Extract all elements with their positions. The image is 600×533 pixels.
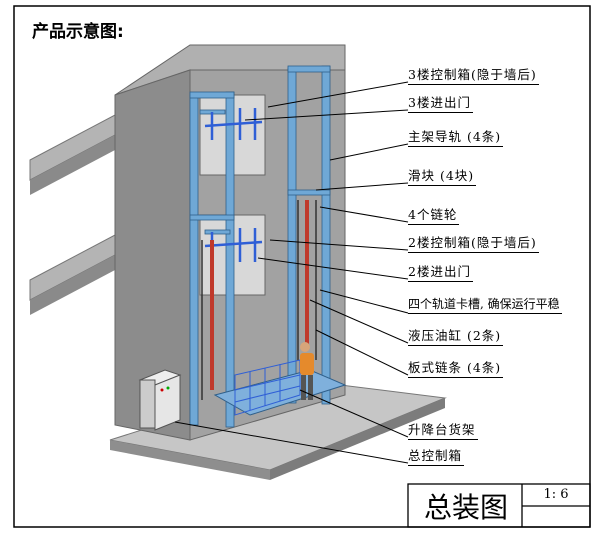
drawing-border xyxy=(13,5,591,528)
label-track-slots: 四个轨道卡槽, 确保运行平稳 xyxy=(408,295,562,314)
leader-lines xyxy=(174,81,409,464)
drawing-scale: 1: 6 xyxy=(543,487,569,502)
label-main-control-box: 总控制箱 xyxy=(408,445,465,466)
label-lift-platform: 升降台货架 xyxy=(408,419,478,440)
diagram-title: 产品示意图: xyxy=(32,22,124,42)
label-sprockets: 4个链轮 xyxy=(408,204,460,225)
label-2f-control-box: 2楼控制箱(隐于墙后) xyxy=(408,232,539,253)
worker-figure xyxy=(300,342,314,400)
label-plate-chains: 板式链条 (4条) xyxy=(408,357,504,378)
label-3f-door: 3楼进出门 xyxy=(408,92,473,113)
main-rails xyxy=(189,65,331,428)
title-block xyxy=(407,483,591,528)
drawing-name: 总装图 xyxy=(423,491,508,524)
label-sliders: 滑块 (4块) xyxy=(408,165,477,186)
label-hydraulic-cylinders: 液压油缸 (2条) xyxy=(408,325,504,346)
main-control-box xyxy=(138,369,182,431)
label-3f-control-box: 3楼控制箱(隐于墙后) xyxy=(408,64,539,85)
label-2f-door: 2楼进出门 xyxy=(408,261,473,282)
platform-mesh xyxy=(234,359,301,416)
label-main-rails: 主架导轨 (4条) xyxy=(408,126,504,147)
hydraulic-cylinders xyxy=(201,200,317,400)
